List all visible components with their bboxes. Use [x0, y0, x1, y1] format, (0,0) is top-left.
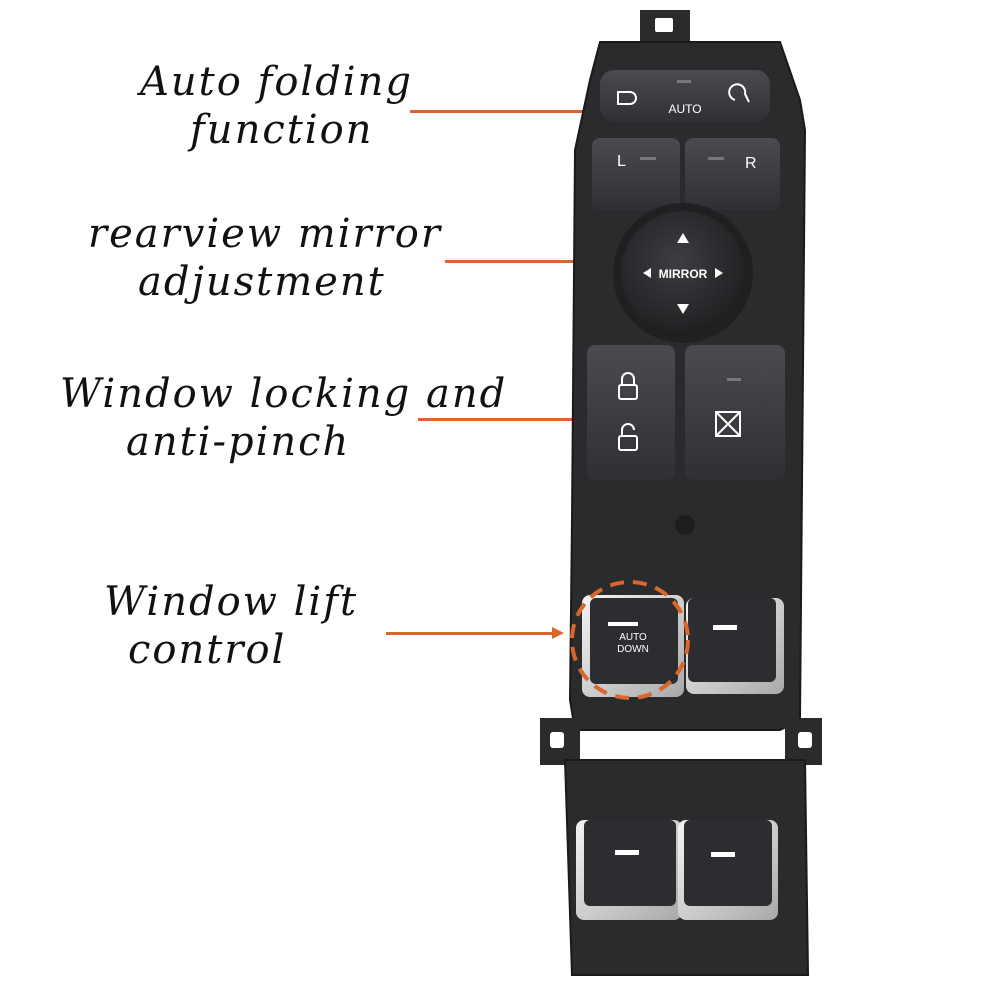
- mirror-fold-icon: [617, 91, 637, 105]
- window-lift-driver-button[interactable]: [590, 598, 678, 684]
- label-auto-folding: Auto folding function: [140, 58, 413, 154]
- window-lift-rear-right-button[interactable]: [684, 820, 772, 906]
- mirror-right-label: R: [745, 155, 757, 172]
- arrow-down-icon: [677, 304, 689, 314]
- arrow-window-lift: [386, 627, 564, 639]
- label-window-lock: Window locking and anti-pinch: [60, 370, 507, 466]
- label-window-lift-line2: control: [128, 627, 287, 673]
- auto-down-line2: DOWN: [617, 644, 649, 655]
- fold-auto-label: AUTO: [668, 102, 701, 116]
- auto-down-highlight: [570, 580, 690, 700]
- mirror-left-label: L: [617, 153, 626, 170]
- arrow-right-icon: [715, 268, 723, 278]
- mirror-adjust-knob[interactable]: [621, 211, 745, 335]
- label-window-lock-line2: anti-pinch: [126, 419, 351, 465]
- window-lock-icon: [715, 411, 741, 437]
- window-lift-passenger-button[interactable]: [688, 598, 776, 682]
- label-window-lock-line1: Window locking and: [60, 371, 508, 417]
- mirror-unfold-icon: [728, 83, 750, 103]
- lock-open-icon: [618, 423, 638, 451]
- label-window-lift: Window lift control: [104, 578, 358, 674]
- label-mirror-adjust: rearview mirror adjustment: [88, 210, 442, 306]
- arrow-left-icon: [643, 268, 651, 278]
- window-lift-rear-left-button[interactable]: [584, 820, 676, 906]
- mirror-knob-label: MIRROR: [659, 267, 708, 281]
- label-mirror-adjust-line1: rearview mirror: [88, 211, 442, 257]
- lock-button[interactable]: [587, 345, 675, 480]
- mirror-right-button[interactable]: [685, 138, 780, 210]
- auto-down-line1: AUTO: [619, 632, 647, 643]
- fold-button[interactable]: [600, 70, 770, 122]
- label-window-lift-line1: Window lift: [104, 579, 359, 625]
- label-auto-folding-line2: function: [190, 107, 374, 153]
- lock-closed-icon: [618, 372, 638, 400]
- arrow-up-icon: [677, 233, 689, 243]
- label-auto-folding-line1: Auto folding: [140, 59, 413, 105]
- mirror-left-button[interactable]: [592, 138, 680, 210]
- label-mirror-adjust-line2: adjustment: [138, 259, 386, 305]
